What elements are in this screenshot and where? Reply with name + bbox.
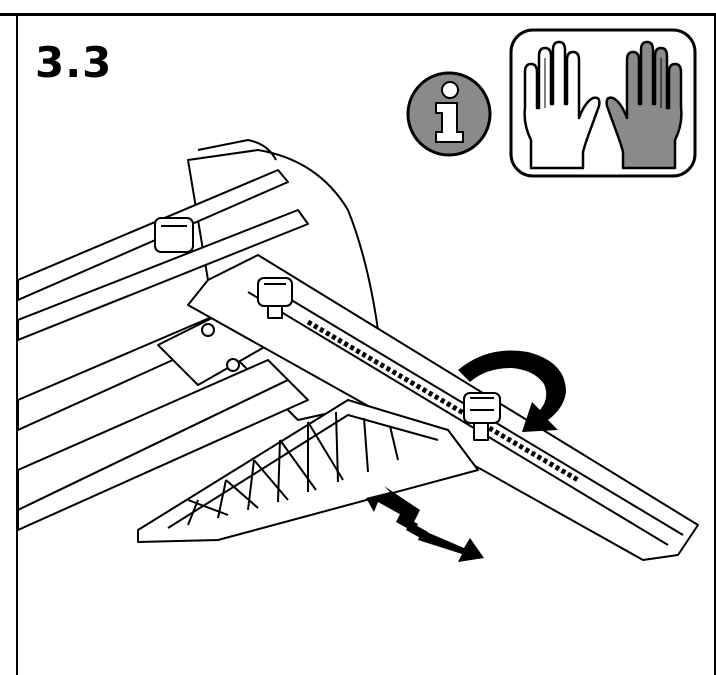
page-frame-right xyxy=(714,13,716,675)
slide-double-arrow-icon xyxy=(366,486,484,562)
locking-knob-rear xyxy=(257,277,293,319)
page-frame-left xyxy=(16,13,18,675)
info-icon xyxy=(406,71,492,157)
scale-arm xyxy=(187,254,699,561)
rotate-arrow-icon xyxy=(458,350,566,432)
saw-fence-illustration xyxy=(18,139,699,562)
page-frame-top xyxy=(0,13,716,16)
rail-middle xyxy=(18,209,309,341)
scale-ticks xyxy=(306,319,580,483)
protective-gloves-icon xyxy=(509,28,697,178)
step-number: 3.3 xyxy=(35,38,113,87)
locking-knob-top xyxy=(154,217,194,253)
rail-upper xyxy=(18,169,289,301)
locking-knob-front xyxy=(463,392,501,441)
